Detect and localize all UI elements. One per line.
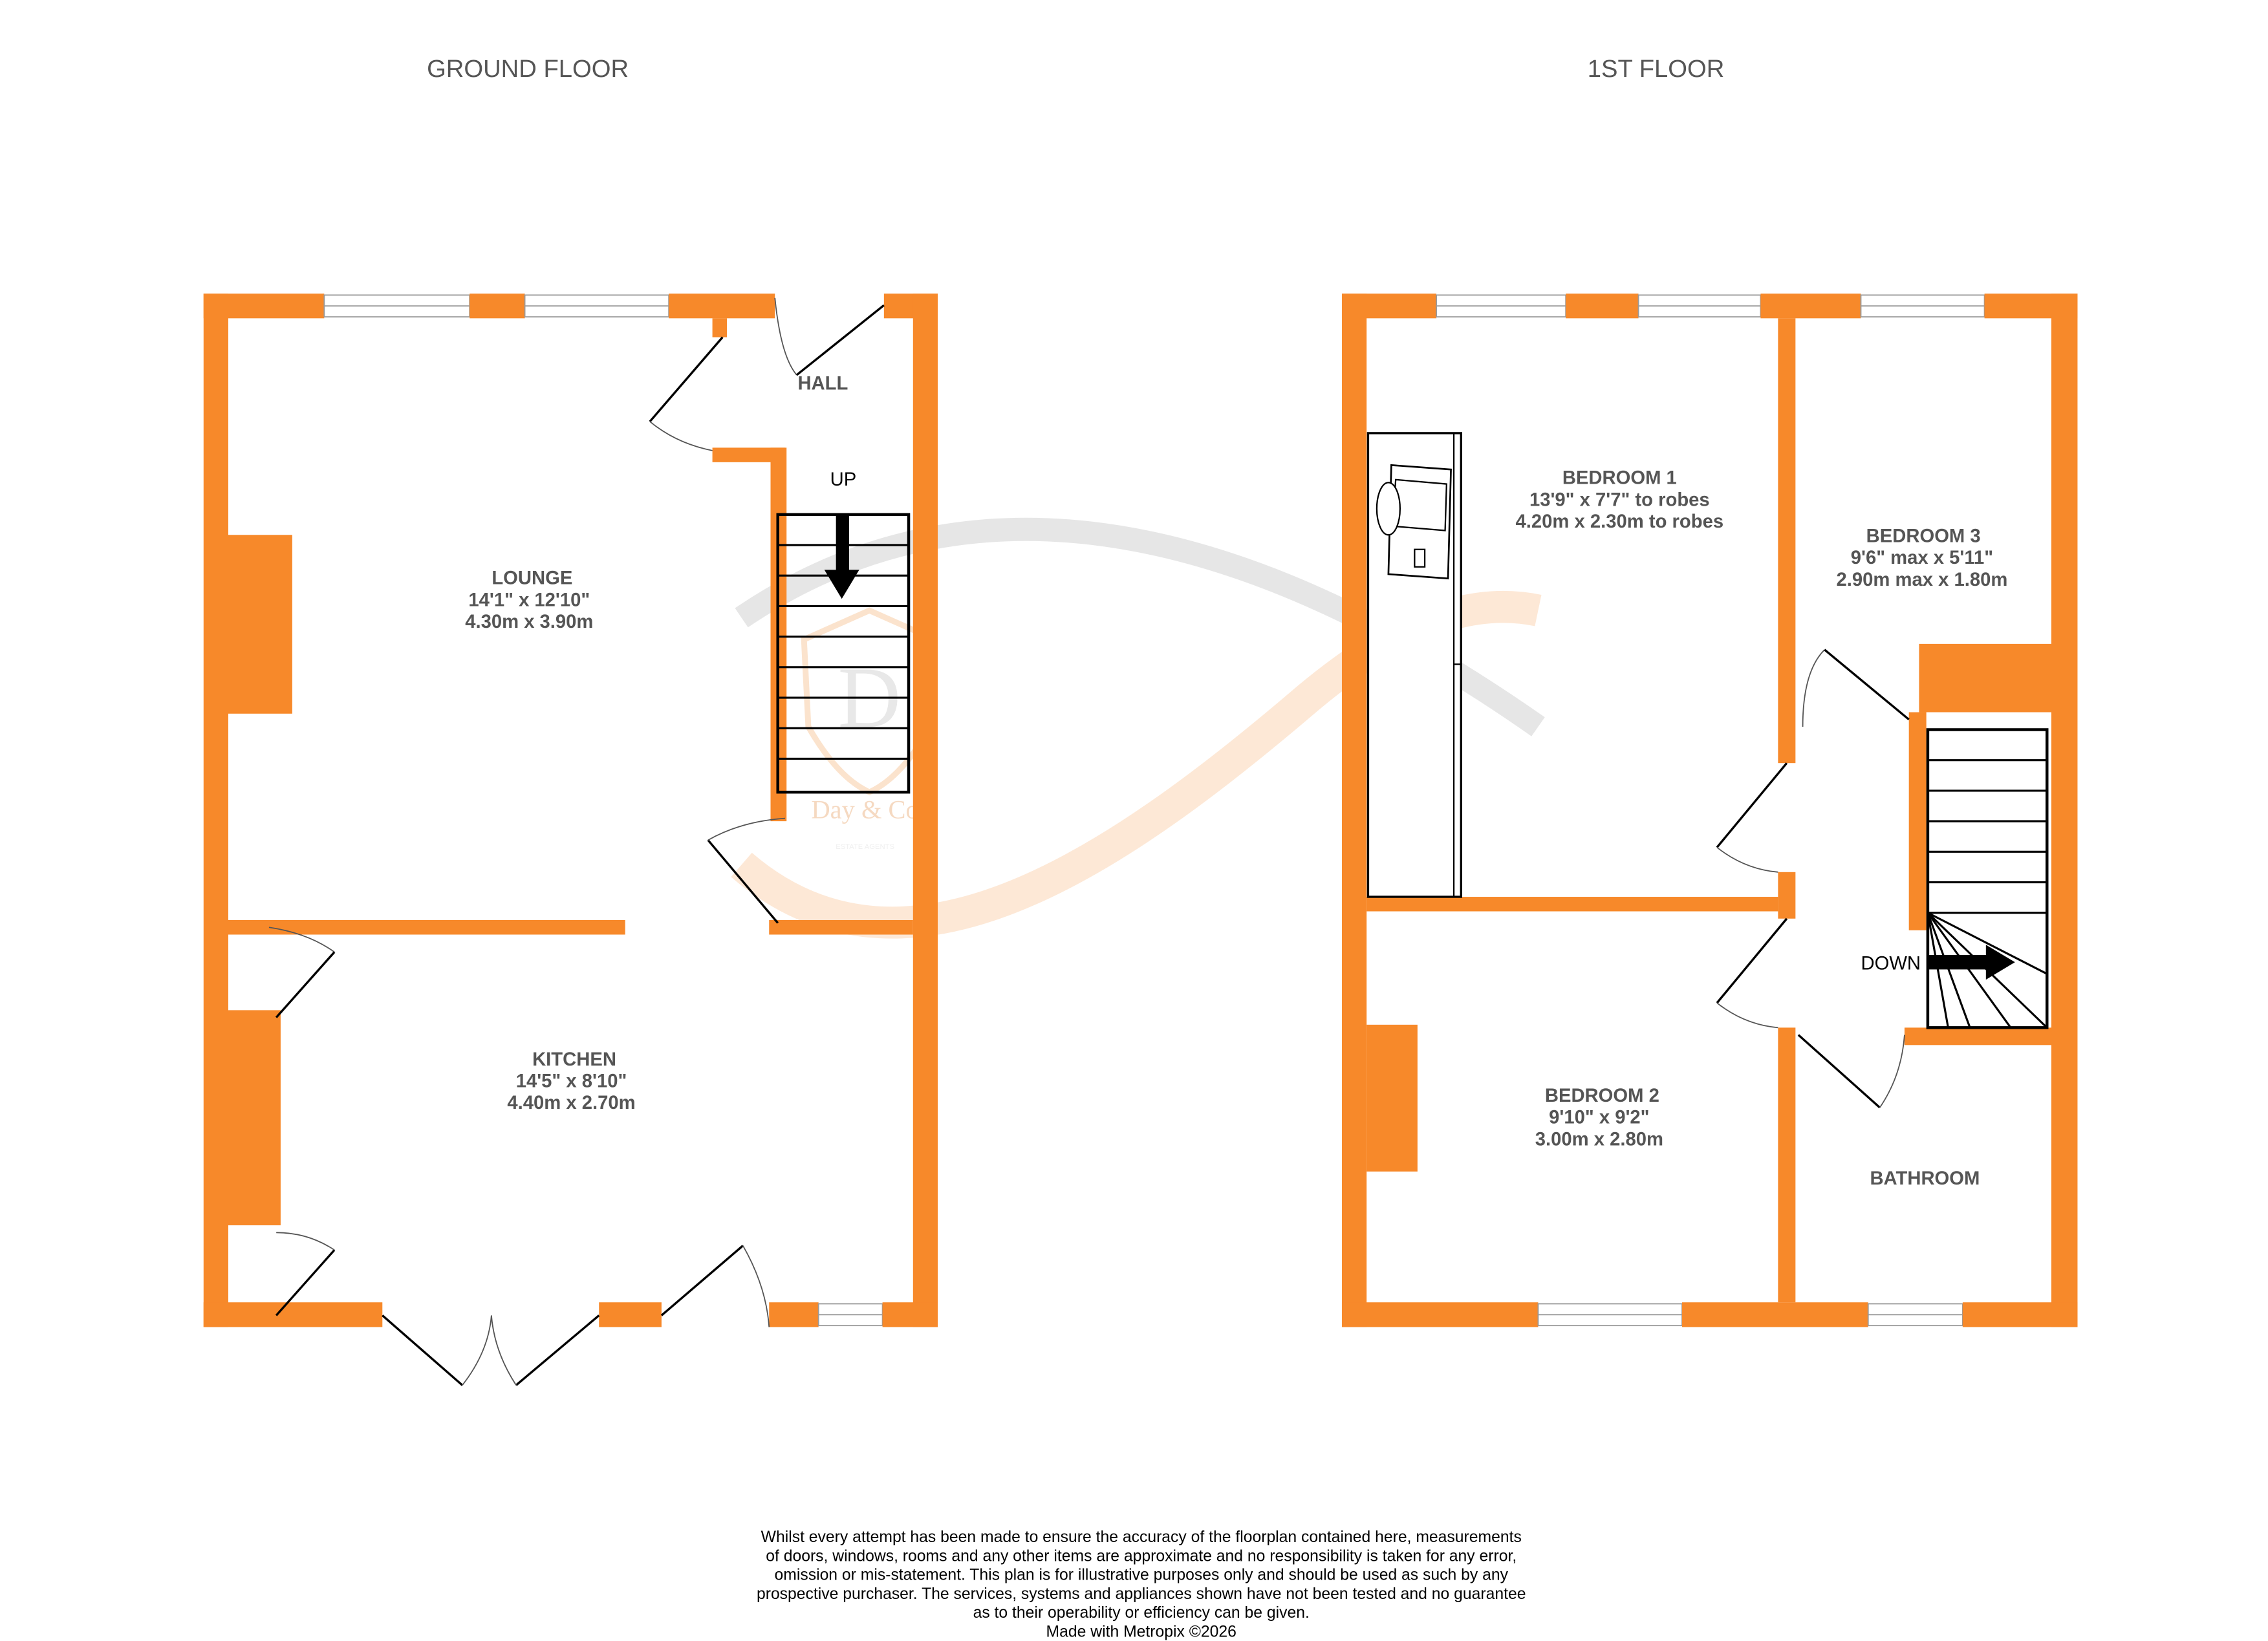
disclaimer-line: as to their operability or efficiency ca… bbox=[973, 1604, 1310, 1622]
room-dim-imperial-bedroom-3: 9'6" max x 5'11" bbox=[1851, 548, 1993, 568]
room-dim-imperial-bedroom-1: 13'9" x 7'7" to robes bbox=[1529, 489, 1710, 510]
room-name-hall: HALL bbox=[797, 373, 848, 394]
room-dim-metric-kitchen: 4.40m x 2.70m bbox=[507, 1093, 635, 1113]
disclaimer-line: of doors, windows, rooms and any other i… bbox=[766, 1547, 1517, 1565]
stairs-down-label: DOWN bbox=[1861, 953, 1921, 974]
made-with-credit: Made with Metropix ©2026 bbox=[1046, 1623, 1237, 1640]
arrow-down-icon bbox=[824, 514, 859, 599]
stairs-up bbox=[776, 513, 911, 794]
floor-title-first: 1ST FLOOR bbox=[1588, 55, 1725, 83]
room-dim-imperial-kitchen: 14'5" x 8'10" bbox=[516, 1071, 627, 1092]
arrow-right-icon bbox=[1927, 945, 2015, 980]
disclaimer: Whilst every attempt has been made to en… bbox=[757, 1528, 1526, 1640]
room-name-lounge: LOUNGE bbox=[491, 568, 572, 589]
watermark-brand: Day & Co bbox=[811, 795, 918, 824]
room-name-bedroom-1: BEDROOM 1 bbox=[1562, 468, 1677, 489]
room-dim-metric-bedroom-1: 4.20m x 2.30m to robes bbox=[1516, 511, 1724, 532]
disclaimer-line: omission or mis-statement. This plan is … bbox=[775, 1567, 1509, 1584]
room-dim-imperial-lounge: 14'1" x 12'10" bbox=[468, 590, 590, 610]
disclaimer-line: Whilst every attempt has been made to en… bbox=[761, 1528, 1522, 1546]
disclaimer-line: prospective purchaser. The services, sys… bbox=[757, 1585, 1526, 1603]
floor-title-ground: GROUND FLOOR bbox=[427, 55, 629, 83]
room-name-bedroom-3: BEDROOM 3 bbox=[1866, 526, 1981, 547]
wardrobe bbox=[1366, 432, 1462, 898]
room-dim-metric-bedroom-2: 3.00m x 2.80m bbox=[1535, 1129, 1663, 1150]
room-dim-imperial-bedroom-2: 9'10" x 9'2" bbox=[1549, 1108, 1649, 1128]
watermark-tagline: ESTATE AGENTS bbox=[836, 843, 894, 851]
ground-floor-plan: UP HALL LOUNGE 14'1" x 12'10" 4.30m x 3.… bbox=[203, 294, 938, 1386]
first-floor-plan: DOWN BEDROOM 1 13'9" x 7'7" to robes 4.2… bbox=[1341, 294, 2078, 1327]
stairs-up-label: UP bbox=[830, 469, 857, 490]
room-name-bathroom: BATHROOM bbox=[1870, 1168, 1980, 1189]
room-dim-metric-bedroom-3: 2.90m max x 1.80m bbox=[1837, 570, 2008, 590]
stairs-down bbox=[1926, 728, 2049, 1029]
room-name-bedroom-2: BEDROOM 2 bbox=[1545, 1086, 1659, 1106]
room-name-kitchen: KITCHEN bbox=[532, 1049, 616, 1070]
room-dim-metric-lounge: 4.30m x 3.90m bbox=[465, 612, 593, 632]
